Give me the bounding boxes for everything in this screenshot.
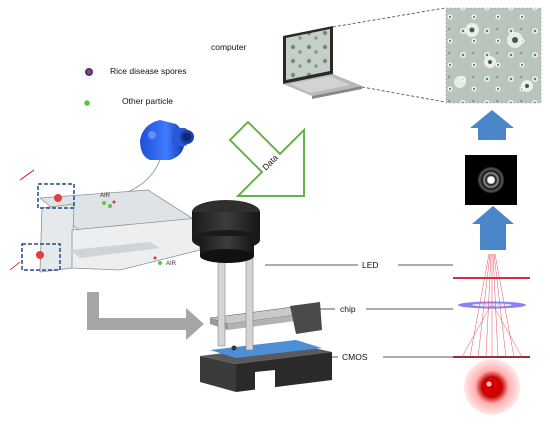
legend: Rice disease spores Other particle — [84, 66, 187, 106]
hologram-image-icon — [445, 7, 542, 104]
computer-label: computer — [211, 42, 247, 52]
chip-label: chip — [340, 304, 356, 314]
legend-other-label: Other particle — [122, 96, 173, 106]
optical-path — [453, 253, 530, 415]
cmos-label: CMOS — [342, 352, 368, 362]
other-particle-legend-icon — [84, 100, 90, 106]
legend-spores-label: Rice disease spores — [110, 66, 187, 76]
projection-lines — [332, 7, 446, 103]
air-top-label: AIR — [100, 193, 111, 199]
upper-blue-arrow — [470, 110, 514, 140]
diffraction-pattern-icon — [465, 155, 517, 205]
lens-imaging-device-icon — [192, 200, 332, 392]
air-bottom-label: AIR — [166, 261, 177, 267]
laptop-icon — [283, 26, 362, 99]
cyclone-sampler-icon — [119, 120, 194, 196]
data-arrow: Data — [228, 120, 305, 197]
gray-arrow — [87, 292, 204, 340]
led-label: LED — [362, 260, 379, 270]
lower-blue-arrow — [472, 206, 514, 250]
microfluidic-chip-icon: AIR AIR — [9, 169, 201, 273]
